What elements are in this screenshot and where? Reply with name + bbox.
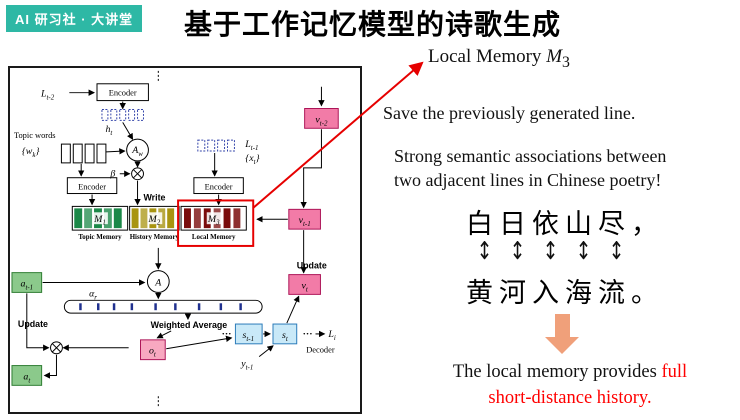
updown-arrow-icon: ↕: [608, 236, 625, 266]
update-left-label: Update: [18, 319, 48, 329]
poem-line-1: 白日依山尽，: [466, 209, 664, 239]
topic-words-label: Topic words: [14, 131, 56, 140]
association-line1: Strong semantic associations between: [394, 146, 667, 166]
label-x-t: {xt}: [245, 153, 259, 166]
a-t-box: [11, 365, 43, 386]
poem-alignment-arrows: ↕ ↕ ↕ ↕ ↕: [468, 237, 633, 266]
encoder2-label: Encoder: [78, 183, 106, 192]
label-a-w: Aw: [131, 145, 143, 158]
conclusion-text: The local memory provides full short-dis…: [414, 359, 726, 411]
conclusion-red-1: full: [661, 362, 688, 382]
hidden-state-cells: [101, 108, 144, 121]
label-v-t1: vt-1: [299, 215, 311, 228]
weighted-average-label: Weighted Average: [151, 320, 228, 330]
local-memory-highlight-box: [177, 199, 255, 247]
save-line-text: Save the previously generated line.: [383, 103, 636, 123]
callout-m-sub: 3: [562, 53, 570, 71]
model-diagram: Lt-2 Encoder ht Topic words {wk} Encoder…: [8, 66, 362, 414]
v-t1-box: [288, 208, 321, 230]
callout-m: M: [546, 46, 563, 67]
association-text: Strong semantic associations between two…: [394, 144, 666, 192]
encoder2-box: [66, 177, 118, 195]
callout-text: Local Memory: [428, 46, 547, 67]
label-m2: M2: [148, 214, 161, 226]
encoder1-box: [96, 83, 149, 102]
prev-line-cells: [197, 139, 235, 152]
history-memory-label: History Memory: [130, 234, 180, 241]
label-y-t1: yt-1: [240, 359, 253, 372]
ellipsis-left: ···: [222, 329, 232, 340]
label-w-k: {wk}: [22, 146, 40, 159]
label-l-i: Li: [327, 329, 336, 342]
s-t-box: [272, 323, 298, 345]
label-a-t1: at-1: [21, 278, 34, 291]
conclusion-black: The local memory provides: [452, 362, 662, 382]
history-memory-slots: [129, 205, 180, 231]
down-arrow-icon: [545, 314, 579, 354]
label-l-t2: Lt-2: [40, 89, 55, 102]
diagram-connectors: [26, 70, 326, 409]
ellipsis-right: ···: [303, 329, 313, 340]
association-line2: two adjacent lines in Chinese poetry!: [394, 170, 662, 190]
write-label: Write: [143, 192, 165, 202]
event-badge: AI 研习社 · 大讲堂: [6, 5, 143, 32]
label-a-t: at: [23, 371, 31, 384]
multiply-gate2-icon: [50, 341, 63, 355]
o-t-box: [140, 339, 166, 361]
label-beta: β: [109, 169, 115, 180]
label-attention: A: [154, 277, 162, 288]
label-alpha-r: αr: [89, 288, 97, 301]
attention-weight-vector: [63, 299, 263, 314]
label-s-t: st: [282, 330, 289, 343]
encoder3-box: [193, 177, 244, 195]
local-memory-label: Local Memory: [192, 234, 236, 241]
topic-memory-slots: [71, 205, 129, 231]
callout-local-memory: Local Memory M3: [428, 46, 570, 72]
label-s-t1: st-1: [243, 330, 255, 343]
s-t1-box: [234, 323, 263, 345]
label-l-t1: Lt-1: [244, 139, 258, 152]
topic-word-cells: [60, 143, 107, 164]
local-memory-slots: [180, 205, 247, 231]
label-o-t: ot: [149, 346, 157, 359]
conclusion-red-2: short-distance history.: [488, 388, 652, 408]
encoder3-label: Encoder: [205, 183, 233, 192]
label-v-t: vt: [301, 280, 308, 293]
updown-arrow-icon: ↕: [476, 236, 493, 266]
encoder1-label: Encoder: [109, 89, 137, 98]
updown-arrow-icon: ↕: [509, 236, 526, 266]
label-m3: M3: [207, 214, 220, 226]
a-t1-box: [11, 272, 43, 293]
multiply-gate-icon: [131, 167, 144, 181]
attention-circle: [146, 270, 170, 293]
label-h-t: ht: [105, 124, 113, 137]
label-m1: M1: [93, 214, 106, 226]
poem-line-2: 黄河入海流。: [466, 278, 664, 308]
updown-arrow-icon: ↕: [575, 236, 592, 266]
slide-title: 基于工作记忆模型的诗歌生成: [184, 8, 562, 41]
update-right-label: Update: [297, 261, 327, 271]
decoder-label: Decoder: [306, 346, 335, 355]
topic-memory-label: Topic Memory: [78, 234, 122, 241]
v-t-box: [288, 274, 321, 295]
attention-aw-circle: [126, 138, 149, 162]
updown-arrow-icon: ↕: [542, 236, 559, 266]
